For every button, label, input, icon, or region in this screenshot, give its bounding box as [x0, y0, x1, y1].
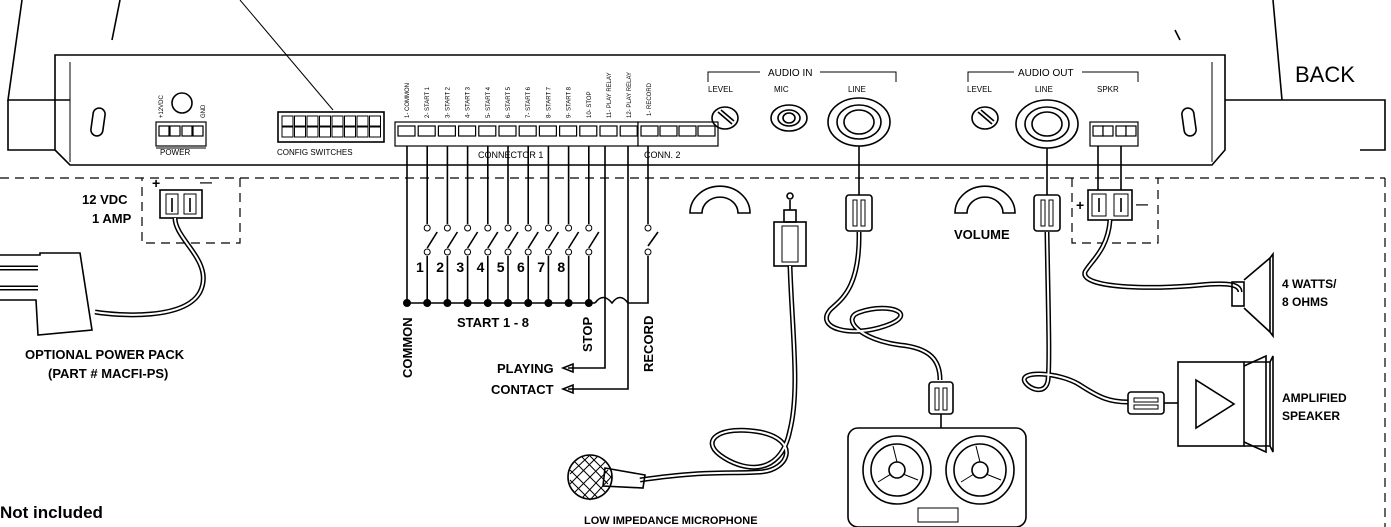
audio-out-level-label: LEVEL [967, 85, 992, 94]
connector-1-pin-label: 10- STOP [587, 91, 593, 118]
speaker-rating-2: 8 OHMS [1282, 295, 1328, 309]
switch-number: 5 [497, 259, 505, 275]
speaker-minus: — [1136, 197, 1148, 211]
connector-1-pin-label: 9- START 8 [567, 86, 573, 118]
back-label: BACK [1295, 62, 1355, 87]
connector-1-pin-label: 5- START 4 [486, 86, 492, 118]
common-label: COMMON [400, 317, 415, 378]
power-connector: +12VDC GND POWER [155, 92, 207, 157]
power-minus: — [200, 175, 212, 189]
switch-number: 4 [477, 259, 485, 275]
volume-label: VOLUME [954, 227, 1010, 242]
switch-number: 8 [557, 259, 565, 275]
contact-label: CONTACT [491, 382, 554, 397]
connector-1-label: CONNECTOR 1 [478, 150, 543, 160]
power-current: 1 AMP [92, 211, 132, 226]
back-panel [7, 0, 1386, 166]
audio-in-section: AUDIO IN LEVEL MIC LINE [707, 68, 897, 147]
connector-1-pin-label: 8- START 7 [546, 86, 552, 118]
connector-1-pin-label: 12- PLAY RELAY [627, 72, 633, 118]
power-pin-label-plus: +12VDC [159, 94, 165, 118]
power-voltage: 12 VDC [82, 192, 128, 207]
config-switches: CONFIG SWITCHES [277, 111, 385, 157]
audio-out-spkr-label: SPKR [1097, 85, 1119, 94]
switch-number: 6 [517, 259, 525, 275]
connector-1-pin-label: 3- START 2 [445, 86, 451, 118]
audio-out-devices: VOLUME AMPLIFIED SPEAKER + — [954, 146, 1347, 454]
config-switches-label: CONFIG SWITCHES [277, 148, 353, 157]
audio-in-mic-label: MIC [774, 85, 789, 94]
power-pack-line1: OPTIONAL POWER PACK [25, 347, 185, 362]
connector-2: 1- RECORD CONN. 2 [637, 82, 719, 160]
connector-1-pin-label: 1- COMMON [405, 83, 411, 118]
power-supply: 12 VDC 1 AMP + — OPTIONAL POWER PACK (PA… [0, 175, 212, 381]
switch-number: 2 [436, 259, 444, 275]
speaker-plus: + [1076, 197, 1084, 213]
start-label: START 1 - 8 [457, 315, 529, 330]
audio-in-level-label: LEVEL [708, 85, 733, 94]
not-included-note: Not included [0, 503, 103, 522]
switch-number: 3 [456, 259, 464, 275]
connector-1-pin-label: 7- START 6 [526, 86, 532, 118]
power-label: POWER [160, 148, 190, 157]
connector-1-pin-label: 4- START 3 [466, 86, 472, 118]
record-label: RECORD [641, 316, 656, 372]
microphone-label: LOW IMPEDANCE MICROPHONE [584, 515, 758, 527]
stop-label: STOP [580, 317, 595, 352]
connector-2-label: CONN. 2 [644, 150, 681, 160]
audio-in-devices: LOW IMPEDANCE MICROPHONE [567, 146, 1027, 527]
audio-out-section: AUDIO OUT LEVEL LINE SPKR [967, 68, 1139, 149]
connector-1-pin-label: 11- PLAY RELAY [607, 72, 613, 118]
dashed-outlines [0, 177, 1386, 527]
speaker-rating-1: 4 WATTS/ [1282, 277, 1337, 291]
audio-in-line-label: LINE [848, 85, 866, 94]
connector-2-pin-record: 1- RECORD [647, 82, 653, 116]
power-plus: + [152, 175, 160, 191]
connector-1: 1- COMMON 2- START 1 3- START 2 4- START 3 5… [394, 72, 639, 160]
power-pin-label-gnd: GND [201, 104, 207, 118]
audio-out-label: AUDIO OUT [1018, 68, 1074, 79]
power-pack-line2: (PART # MACFI-PS) [48, 366, 168, 381]
playing-label: PLAYING [497, 361, 554, 376]
connector-1-pin-label: 2- START 1 [425, 86, 431, 118]
audio-in-label: AUDIO IN [768, 68, 812, 79]
amplified-label-1: AMPLIFIED [1282, 391, 1347, 405]
switch-number: 1 [416, 259, 424, 275]
connector-1-pin-label: 6- START 5 [506, 86, 512, 118]
audio-out-line-label: LINE [1035, 85, 1053, 94]
switch-number: 7 [537, 259, 545, 275]
amplified-label-2: SPEAKER [1282, 409, 1340, 423]
